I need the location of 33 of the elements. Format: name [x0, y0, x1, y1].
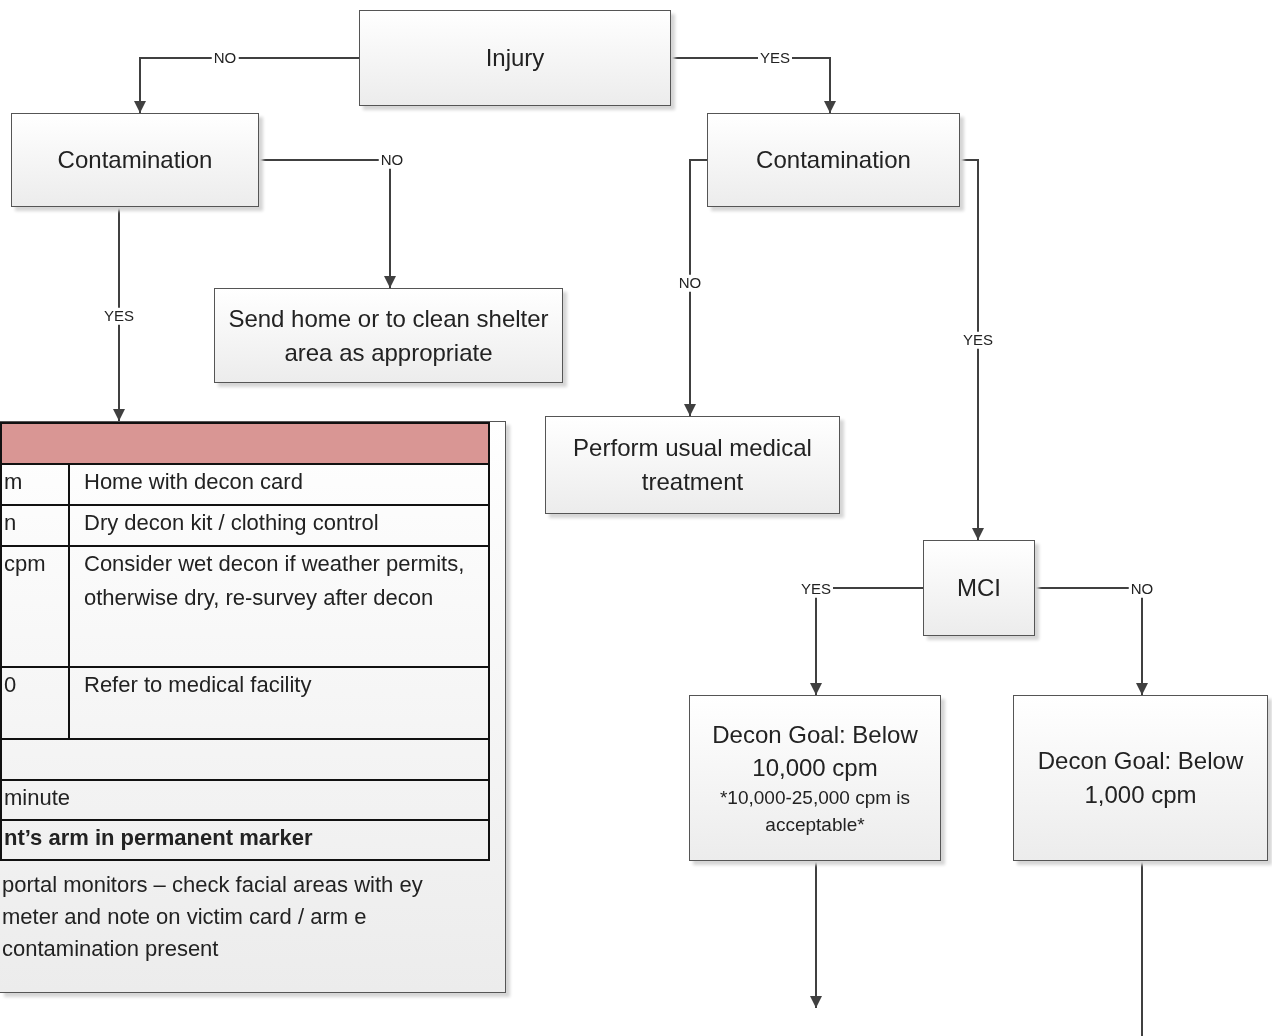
note-panel: [0, 421, 506, 993]
table-cell: Refer to medical facility: [69, 667, 489, 739]
process-box: [689, 695, 941, 861]
connector-arrow: [258, 159, 396, 289]
table-cell: n: [1, 505, 69, 546]
table-cell: m: [1, 464, 69, 505]
table-cell: Consider wet decon if weather permits, otherwise dry, re-survey after decon: [69, 546, 489, 667]
process-box: Contamination: [707, 113, 960, 207]
table-cell: Home with decon card: [69, 464, 489, 505]
connector-arrow: [1034, 587, 1148, 696]
process-box: Injury: [359, 10, 671, 106]
connector-arrow: [134, 57, 360, 114]
connector-arrow: [684, 159, 708, 417]
edge-label: NO: [676, 274, 704, 292]
connector-arrow: [113, 206, 125, 422]
process-box: Decon Goal: Below 1,000 cpm: [1013, 695, 1268, 861]
connector-arrow: [959, 159, 984, 541]
process-box: Contamination: [11, 113, 259, 207]
box-note: *10,000-25,000 cpm is acceptable*: [718, 786, 912, 837]
decision-box: MCI: [923, 540, 1035, 636]
connector-arrow: [810, 587, 924, 696]
edge-label: YES: [961, 331, 995, 349]
table-cell: nt’s arm in permanent marker: [1, 820, 489, 860]
process-box: Send home or to clean shelter area as appropriate: [214, 288, 563, 383]
table-cell: Dry decon kit / clothing control: [69, 505, 489, 546]
box-text: Decon Goal: Below 10,000 cpm: [711, 719, 919, 784]
connector-arrow: [810, 860, 822, 1009]
note-text: portal monitors – check facial areas with ey meter and note on victim card / arm e contamination present: [2, 871, 424, 963]
edge-label: YES: [102, 307, 136, 325]
table-cell: cpm: [1, 546, 69, 667]
table-cell: 0: [1, 667, 69, 739]
process-box: Perform usual medical treatment: [545, 416, 840, 514]
table-cell: minute: [1, 780, 489, 820]
